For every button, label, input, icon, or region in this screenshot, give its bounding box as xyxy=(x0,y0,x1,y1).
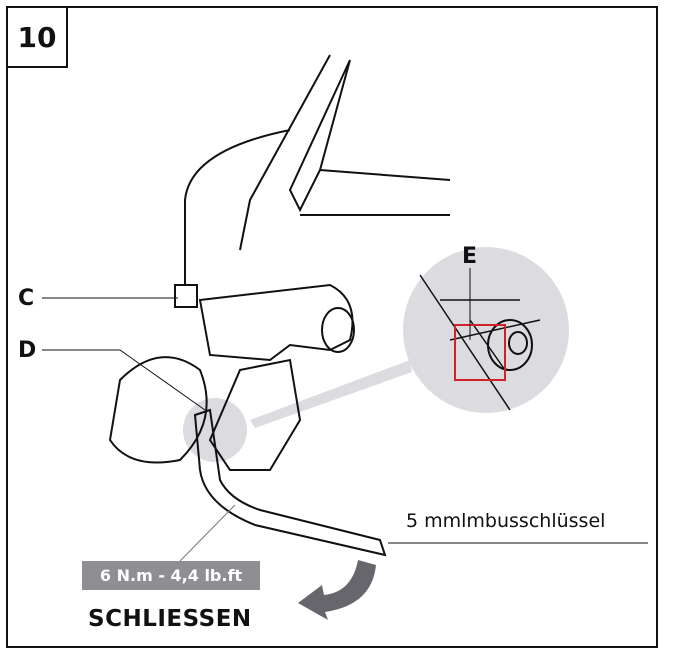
magnifier-beam xyxy=(250,360,412,428)
label-e: E xyxy=(462,244,478,269)
detail-magnifier xyxy=(403,247,569,413)
label-c: C xyxy=(18,286,35,311)
brake-cable xyxy=(184,129,291,285)
action-label: SCHLIESSEN xyxy=(88,606,252,632)
chain-stay xyxy=(300,169,451,216)
seat-stay xyxy=(239,54,351,251)
tool-label: 5 mmlmbusschlüssel xyxy=(406,510,606,532)
close-direction-arrow-icon xyxy=(298,560,376,620)
label-d: D xyxy=(18,338,37,363)
leader-torque xyxy=(179,504,236,562)
caliper-lower xyxy=(208,358,302,471)
page-frame xyxy=(6,6,658,648)
cable-adjuster xyxy=(174,284,198,308)
hex-wrench xyxy=(193,408,387,557)
rotor xyxy=(108,356,208,464)
torque-badge: 6 N.m - 4,4 lb.ft xyxy=(82,561,260,590)
detail-lines xyxy=(419,274,541,411)
caliper-bolt-head xyxy=(321,307,355,353)
detail-bolt xyxy=(487,319,533,371)
step-number: 10 xyxy=(6,6,68,68)
marker-box xyxy=(454,324,506,381)
leader-d xyxy=(42,349,206,411)
